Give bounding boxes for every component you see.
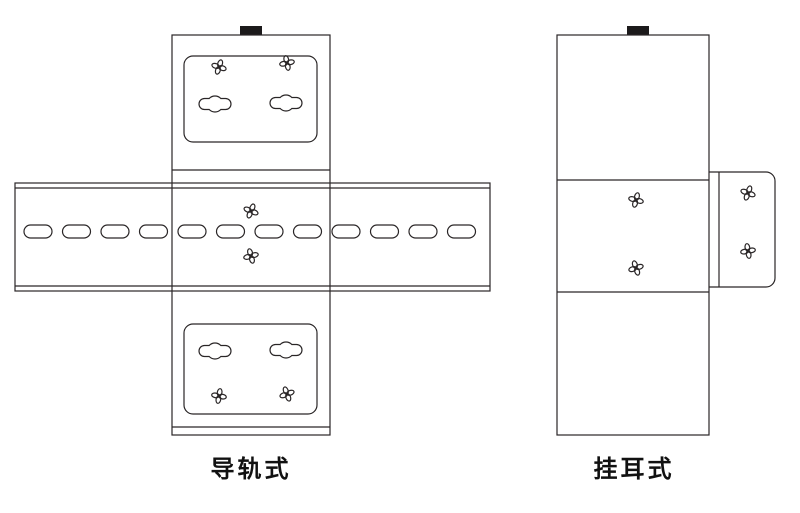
label-din-rail-mount: 导轨式 bbox=[210, 455, 292, 483]
rail-slot bbox=[254, 224, 284, 239]
rail-slot bbox=[331, 224, 361, 239]
rail-slot bbox=[177, 224, 207, 239]
rail-slot bbox=[138, 224, 169, 239]
din-rail bbox=[14, 182, 491, 292]
screw-icon bbox=[626, 190, 646, 210]
din-rail-outline bbox=[14, 182, 491, 292]
rail-slot bbox=[215, 224, 246, 239]
screw-icon bbox=[240, 200, 262, 222]
top-mount-plate bbox=[183, 55, 318, 143]
rail-slot bbox=[61, 224, 92, 239]
rail-slot bbox=[23, 224, 53, 239]
keyhole-slot bbox=[269, 341, 303, 359]
screw-icon bbox=[626, 258, 646, 278]
screw-icon bbox=[209, 57, 229, 77]
keyhole-slot bbox=[269, 94, 303, 112]
device-body bbox=[171, 34, 331, 436]
device-body bbox=[556, 34, 710, 436]
ear-mount-assembly bbox=[556, 26, 776, 436]
rail-slot bbox=[292, 224, 323, 239]
top-tab bbox=[627, 26, 649, 35]
screw-icon bbox=[738, 241, 758, 261]
rail-slot bbox=[408, 224, 438, 239]
screw-icon bbox=[277, 53, 297, 73]
screw-icon bbox=[737, 182, 759, 204]
screw-icon bbox=[209, 386, 229, 406]
label-ear-mount: 挂耳式 bbox=[593, 455, 675, 483]
screw-icon bbox=[276, 383, 298, 405]
keyhole-slot bbox=[198, 95, 232, 113]
ear-bracket bbox=[709, 171, 776, 288]
keyhole-slot bbox=[198, 342, 232, 360]
din-rail-assembly bbox=[14, 26, 491, 436]
rail-slot bbox=[369, 224, 400, 239]
bottom-mount-plate bbox=[183, 323, 318, 415]
rail-slot bbox=[100, 224, 130, 239]
top-tab bbox=[240, 26, 262, 35]
rail-slot bbox=[446, 224, 477, 239]
screw-icon bbox=[241, 246, 261, 266]
ear-bracket-outline bbox=[709, 171, 776, 288]
